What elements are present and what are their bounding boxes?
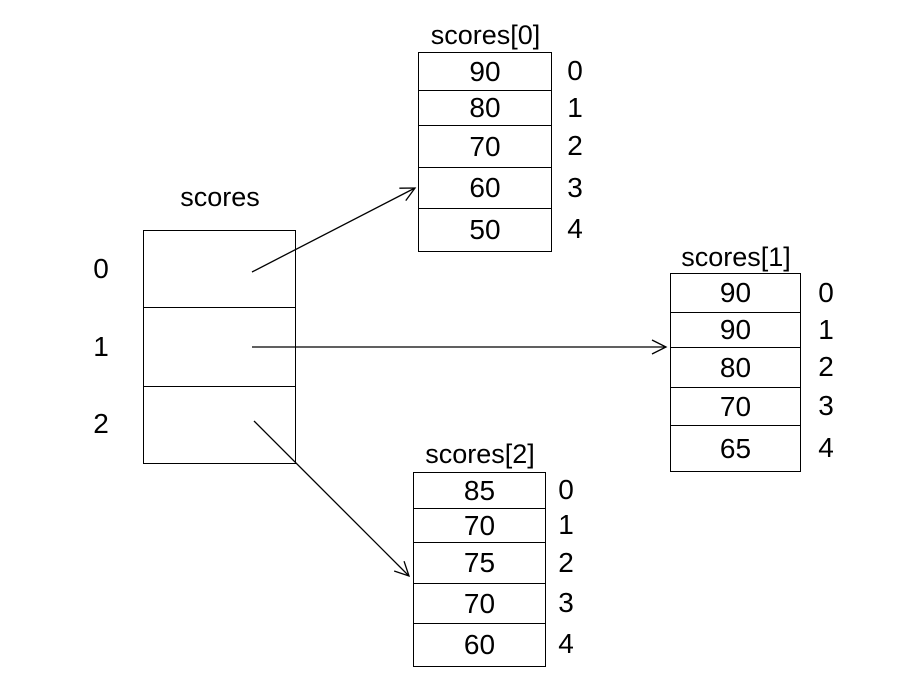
value-cell: 90 bbox=[419, 53, 551, 91]
row-index-label: 4 bbox=[818, 431, 834, 463]
array-cell-0 bbox=[144, 231, 295, 308]
main-array-index-column: 0 1 2 bbox=[81, 230, 121, 462]
value-cell: 70 bbox=[671, 388, 800, 426]
value-cell: 80 bbox=[419, 91, 551, 126]
row-index-label: 1 bbox=[567, 91, 583, 123]
subarray-1-index-column: 0 1 2 3 4 bbox=[809, 273, 843, 470]
row-index-label: 4 bbox=[567, 213, 583, 244]
row-index-label: 0 bbox=[818, 276, 834, 308]
value-cell: 90 bbox=[671, 274, 800, 313]
row-index-label: 2 bbox=[93, 408, 109, 439]
row-index-label: 1 bbox=[818, 313, 834, 345]
main-array-box bbox=[143, 230, 296, 464]
value-cell: 70 bbox=[414, 584, 545, 624]
value-cell: 65 bbox=[719, 432, 752, 464]
row-index-label: 3 bbox=[818, 390, 834, 421]
row-index-label: 2 bbox=[558, 546, 574, 578]
row-index-label: 4 bbox=[558, 628, 574, 659]
value-cell: 70 bbox=[414, 509, 545, 543]
value-cell: 85 bbox=[414, 473, 545, 509]
main-array-title: scores bbox=[180, 182, 260, 212]
value-cell: 60 bbox=[419, 168, 551, 209]
row-index-label: 3 bbox=[567, 171, 583, 203]
row-index-label: 0 bbox=[93, 252, 109, 284]
value-cell: 80 bbox=[671, 348, 800, 388]
subarray-0-title: scores[0] bbox=[430, 20, 541, 50]
row-index-label: 1 bbox=[93, 330, 109, 362]
subarray-1-table: 90 90 80 70 65 bbox=[670, 273, 801, 472]
value-cell: 90 bbox=[671, 313, 800, 348]
subarray-2-title: scores[2] bbox=[425, 439, 535, 469]
row-index-label: 3 bbox=[558, 587, 574, 618]
row-index-label: 2 bbox=[818, 351, 834, 382]
row-index-label: 0 bbox=[558, 474, 574, 505]
subarray-0-table: 90 80 70 60 50 bbox=[418, 52, 552, 252]
row-index-label: 2 bbox=[567, 130, 583, 161]
value-cell: 70 bbox=[419, 126, 551, 168]
subarray-2-table: 85 70 75 70 60 bbox=[413, 472, 546, 667]
value-cell: 50 bbox=[469, 214, 501, 245]
array-cell-2 bbox=[144, 387, 295, 463]
value-cell: 60 bbox=[463, 629, 496, 660]
subarray-2-index-column: 0 1 2 3 4 bbox=[549, 472, 583, 665]
subarray-0-index-column: 0 1 2 3 4 bbox=[558, 52, 592, 250]
row-index-label: 0 bbox=[567, 55, 583, 86]
value-cell: 75 bbox=[414, 543, 545, 584]
row-index-label: 1 bbox=[558, 509, 574, 540]
subarray-1-title: scores[1] bbox=[681, 242, 791, 272]
array-cell-1 bbox=[144, 308, 295, 387]
